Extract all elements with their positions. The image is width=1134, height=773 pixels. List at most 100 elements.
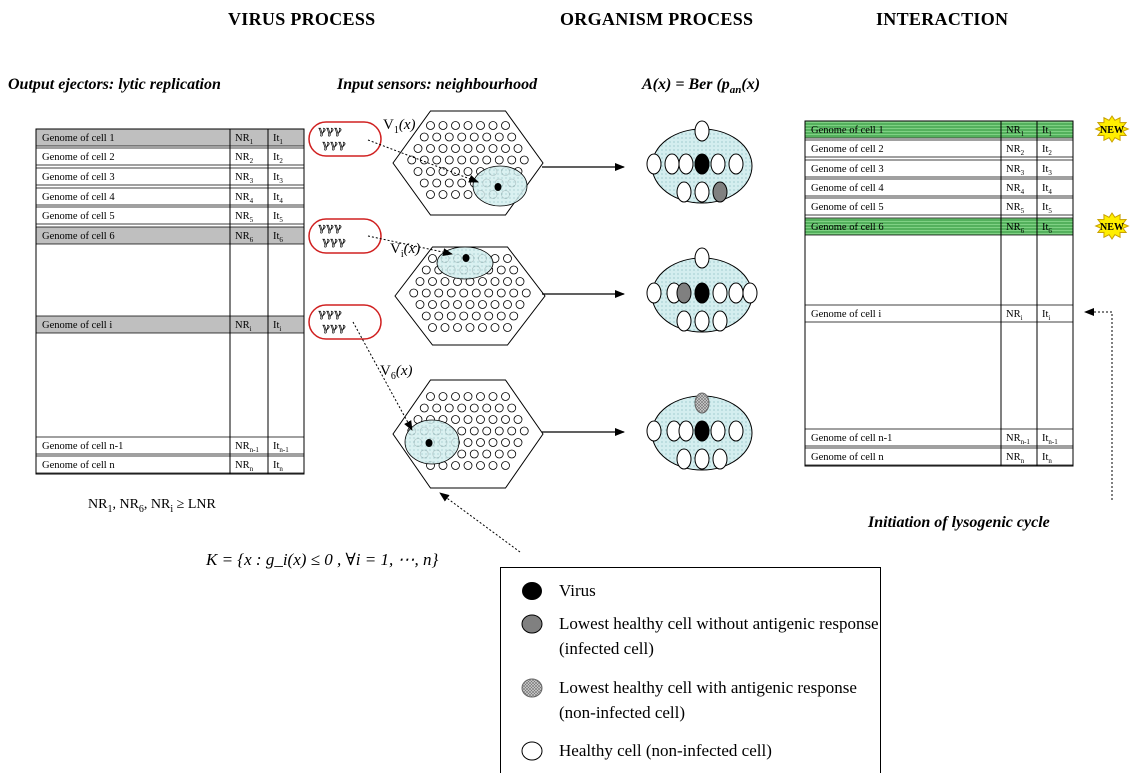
grid-cell bbox=[413, 144, 423, 153]
grid-cell bbox=[496, 311, 506, 321]
healthy-cell bbox=[694, 448, 710, 470]
grid-cell bbox=[457, 132, 467, 142]
legend-item-virus: Virus bbox=[521, 578, 596, 603]
grid-cell bbox=[457, 155, 467, 165]
grid-cell bbox=[507, 449, 517, 459]
grid-cell bbox=[515, 300, 525, 309]
grid-cell bbox=[440, 323, 450, 332]
organism-process-header: ORGANISM PROCESS bbox=[560, 9, 754, 29]
grid-cell bbox=[484, 288, 494, 298]
grid-cell bbox=[496, 288, 506, 298]
grid-cell bbox=[453, 323, 462, 332]
healthy-cell bbox=[728, 282, 744, 304]
grid-cell bbox=[515, 277, 525, 286]
genome-cell-name: Genome of cell 1 bbox=[42, 133, 115, 144]
grid-cell bbox=[476, 415, 485, 424]
nr-value: NRi bbox=[235, 320, 252, 333]
grid-cell bbox=[457, 403, 467, 413]
genome-cell-name: Genome of cell 2 bbox=[811, 144, 884, 155]
grid-cell bbox=[488, 121, 498, 130]
nr-value: NR5 bbox=[235, 211, 254, 224]
genome-cell-name: Genome of cell n bbox=[811, 452, 884, 463]
grid-cell bbox=[426, 144, 435, 153]
grid-cell bbox=[463, 167, 473, 176]
it-value: It2 bbox=[1042, 144, 1052, 157]
organism-neighbourhood-1 bbox=[646, 120, 753, 204]
grid-cell bbox=[503, 323, 512, 332]
svg-text:ℽℽℽ: ℽℽℽ bbox=[322, 320, 346, 334]
nr-value: NR6 bbox=[1006, 222, 1025, 235]
grid-cell bbox=[519, 426, 529, 436]
grid-cell bbox=[413, 167, 423, 176]
hexagon-outline bbox=[394, 246, 546, 346]
row-highlight bbox=[36, 316, 304, 333]
grid-cell bbox=[482, 155, 492, 165]
grid-cell bbox=[419, 403, 429, 413]
virus-capsule-1: ℽℽℽ ℽℽℽ bbox=[308, 121, 382, 157]
genome-cell-name: Genome of cell i bbox=[811, 309, 881, 320]
grid-cell bbox=[438, 392, 448, 401]
grid-cell bbox=[519, 155, 529, 165]
grid-cell bbox=[471, 288, 481, 298]
grid-cell bbox=[459, 288, 469, 298]
grid-cell bbox=[482, 132, 492, 142]
grid-cell bbox=[465, 300, 475, 309]
grid-cell bbox=[513, 438, 523, 447]
grid-cell bbox=[478, 323, 487, 332]
constraint-formula: K = {x : g_i(x) ≤ 0 , ∀i = 1, ⋯, n} bbox=[206, 550, 439, 569]
grid-cell bbox=[501, 144, 510, 153]
nr-value: NR2 bbox=[1006, 144, 1025, 157]
grid-cell bbox=[507, 155, 517, 165]
genome-cell-name: Genome of cell 4 bbox=[42, 192, 115, 203]
grid-cell bbox=[501, 461, 510, 470]
lysogenic-label: Initiation of lysogenic cycle bbox=[868, 514, 1050, 531]
grid-cell bbox=[415, 277, 425, 286]
grid-cell bbox=[501, 438, 510, 447]
it-value: It1 bbox=[273, 133, 283, 146]
grid-cell bbox=[482, 403, 492, 413]
grid-cell bbox=[482, 449, 492, 459]
healthy-cell bbox=[678, 153, 694, 175]
nr-value: NR1 bbox=[235, 133, 254, 146]
nr-value: NRn bbox=[1006, 452, 1025, 465]
grid-cell bbox=[438, 144, 448, 153]
genome-cell-name: Genome of cell n-1 bbox=[811, 433, 892, 444]
healthy-cell-icon bbox=[521, 741, 543, 761]
genome-cell-name: Genome of cell 6 bbox=[811, 222, 884, 233]
grid-cell bbox=[484, 311, 494, 321]
new-badge-2: NEW bbox=[1094, 212, 1130, 240]
grid-cell bbox=[432, 155, 442, 165]
grid-cell bbox=[494, 155, 504, 165]
grid-cell bbox=[465, 323, 475, 332]
grid-cell bbox=[501, 392, 510, 401]
grid-cell bbox=[490, 277, 500, 286]
grid-cell bbox=[426, 121, 435, 130]
genome-cell-name: Genome of cell 6 bbox=[42, 231, 115, 242]
healthy-cell bbox=[646, 420, 662, 442]
virus-capsule-3: ℽℽℽ ℽℽℽ bbox=[308, 304, 382, 340]
lnr-condition: NR1, NR6, NRi ≥ LNR bbox=[88, 497, 216, 515]
grid-cell bbox=[488, 415, 498, 424]
grid-cell bbox=[438, 167, 448, 176]
virus-capsule-2: ℽℽℽ ℽℽℽ bbox=[308, 218, 382, 254]
grid-cell bbox=[490, 323, 500, 332]
grid-cell bbox=[444, 178, 454, 188]
grid-cell bbox=[494, 449, 504, 459]
it-value: Itn-1 bbox=[1042, 433, 1058, 446]
grid-cell bbox=[451, 190, 460, 199]
it-value: Itn bbox=[1042, 452, 1052, 465]
grid-cell bbox=[476, 461, 485, 470]
genome-cell-name: Genome of cell 4 bbox=[811, 183, 884, 194]
grid-cell bbox=[463, 392, 473, 401]
grid-cell bbox=[444, 132, 454, 142]
grid-cell bbox=[451, 144, 460, 153]
infected-cell bbox=[712, 181, 728, 203]
grid-cell bbox=[451, 461, 460, 470]
genome-cell-name: Genome of cell n bbox=[42, 460, 115, 471]
row-highlight bbox=[36, 129, 304, 146]
it-value: It2 bbox=[273, 152, 283, 165]
grid-cell bbox=[434, 288, 444, 298]
it-value: It6 bbox=[1042, 222, 1052, 235]
